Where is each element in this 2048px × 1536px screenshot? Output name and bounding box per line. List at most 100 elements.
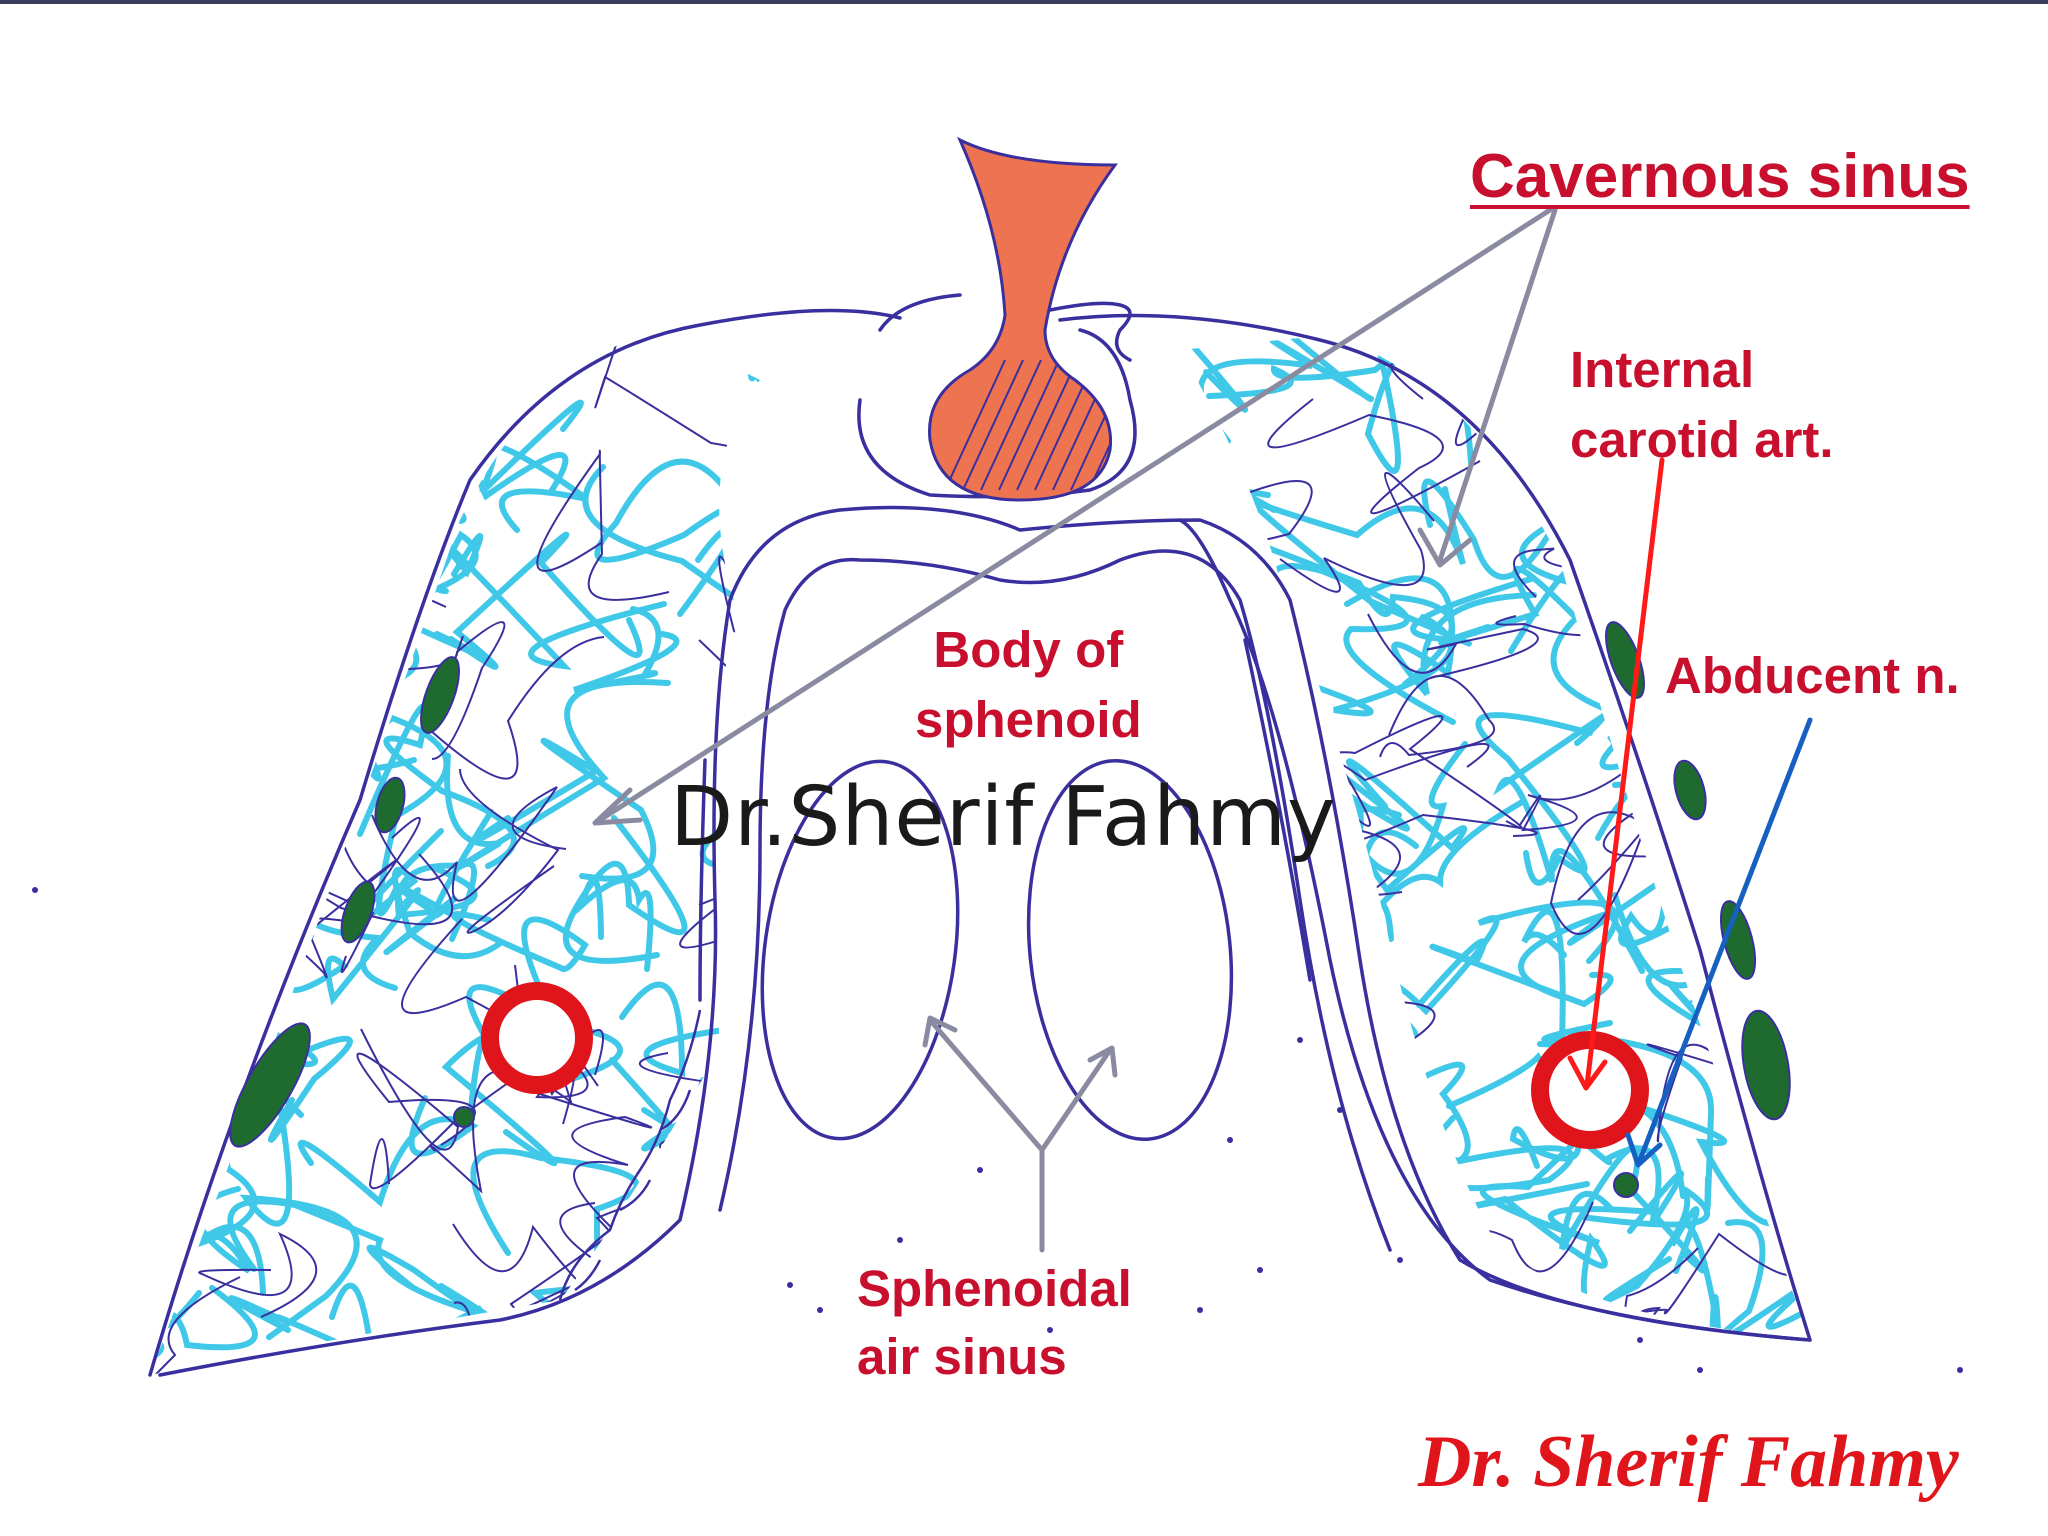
scribble-stroke — [1602, 783, 1810, 858]
scribble-stroke — [395, 860, 478, 942]
scribble-stroke — [150, 945, 186, 1154]
scribble-stroke — [150, 348, 227, 440]
cranial-nerves — [229, 621, 1791, 1198]
scribble-stroke — [409, 1283, 556, 1375]
top-border — [0, 0, 2048, 4]
scribble-stroke — [344, 330, 454, 430]
body-of-sphenoid-label-line1: Body of — [933, 621, 1124, 678]
scribble-stroke — [1787, 546, 1810, 620]
pituitary-hatch-line — [1070, 359, 1115, 491]
pituitary-hatch-line — [980, 359, 1042, 491]
scribble-stroke — [1267, 398, 1481, 515]
scribble-stroke — [371, 786, 567, 902]
scribble-stroke — [1180, 1091, 1221, 1256]
pituitary-hatch-line — [1016, 359, 1078, 491]
scribble-stroke — [1613, 527, 1783, 615]
speckle-dot — [817, 1307, 823, 1313]
body-of-sphenoid-label-line2: sphenoid — [915, 691, 1142, 749]
scribble-stroke — [1721, 235, 1821, 331]
scribble-stroke — [1754, 687, 1810, 815]
abducent-nerve-label: Abducent n. — [1665, 647, 1960, 704]
speckle-dot — [1047, 1327, 1053, 1333]
scribble-stroke — [345, 439, 450, 594]
sphenoidal-air-sinus-label-line1: Sphenoidal — [857, 1260, 1132, 1317]
scribble-stroke — [1460, 1181, 1647, 1328]
pituitary-hatch-line — [1088, 359, 1115, 491]
scribble-stroke — [1180, 1316, 1284, 1340]
sphenoidal-air-sinus-label-line2: air sinus — [857, 1327, 1067, 1385]
scribble-stroke — [150, 395, 279, 565]
internal-carotid-artery-left — [481, 982, 593, 1094]
scribble-stroke — [184, 751, 314, 900]
pituitary-gland — [928, 136, 1118, 502]
pointer-abducent — [1637, 717, 1813, 1163]
scribble-stroke — [1269, 562, 1456, 725]
scribble-stroke — [573, 606, 680, 693]
speckle-dot — [1637, 1337, 1643, 1343]
scribble-stroke — [219, 330, 335, 424]
scribble-stroke — [233, 621, 420, 691]
scribble-stroke — [1711, 1219, 1810, 1340]
scribble-stroke — [150, 769, 169, 870]
scribble-stroke — [160, 373, 373, 594]
speckle-dot — [897, 1237, 903, 1243]
scribble-stroke — [527, 1270, 667, 1375]
scribble-stroke — [1180, 1086, 1293, 1176]
scribble-stroke — [161, 330, 309, 440]
scribble-stroke — [1693, 713, 1810, 927]
scribble-stroke — [1414, 1279, 1527, 1340]
scribble-stroke — [377, 339, 496, 425]
speckle-dot — [1337, 1107, 1343, 1113]
body-of-sphenoid-label: Body of sphenoid — [915, 615, 1142, 756]
pointer-internal-carotid — [1584, 457, 1665, 1088]
scribble-stroke — [1669, 1206, 1721, 1340]
maxillary-nerve-right — [1741, 1009, 1791, 1121]
body-of-sphenoid-outline — [718, 549, 1392, 1252]
sphenoidal-air-sinus-label: Sphenoidal air sinus — [857, 1255, 1132, 1391]
scribble-stroke — [1279, 472, 1435, 593]
scribble-stroke — [150, 342, 164, 562]
pointer-cavernous-left-head — [592, 787, 643, 826]
handwritten-author-mark — [558, 1009, 702, 1301]
scribble-stroke — [1180, 898, 1292, 1086]
speckle-dots — [32, 887, 1963, 1373]
scribble-stroke — [157, 695, 306, 748]
left-sphenoidal-air-cell — [760, 759, 960, 1141]
internal-carotid-arteries — [481, 982, 1649, 1149]
scribble-stroke — [1193, 1142, 1331, 1281]
scribble-stroke — [509, 1204, 640, 1347]
pointer-sphenoidal-sinus — [927, 1017, 1113, 1253]
watermark: Dr.Sherif Fahmy — [670, 770, 1337, 865]
pituitary-hatch-line — [944, 359, 1006, 491]
scribble-stroke — [459, 768, 560, 934]
scribble-stroke — [1180, 1079, 1226, 1221]
speckle-dot — [787, 1282, 793, 1288]
scribble-stroke — [595, 330, 742, 342]
scribble-stroke — [1344, 575, 1537, 696]
scribble-stroke — [164, 810, 282, 911]
scribble-stroke — [345, 330, 450, 432]
scribble-stroke — [437, 533, 667, 670]
scribble-stroke — [665, 1193, 760, 1347]
diaphragma-sellae-outline — [857, 328, 1137, 499]
speckle-dot — [1397, 1257, 1403, 1263]
scribble-stroke — [699, 758, 760, 872]
scribble-stroke — [725, 1237, 760, 1344]
pointer-sphenoidal-sinus-heads — [922, 1015, 1118, 1078]
scribble-stroke — [198, 1231, 318, 1318]
scribble-stroke — [450, 911, 589, 1033]
scribble-stroke — [150, 923, 211, 1017]
scribble-stroke — [619, 981, 760, 1083]
scribble-stroke — [686, 1113, 760, 1184]
trochlear-nerve-right — [1673, 759, 1707, 821]
scribble-stroke — [1272, 1153, 1414, 1246]
maxillary-nerve-left — [229, 1022, 311, 1148]
scribble-stroke — [357, 703, 517, 869]
scribble-stroke — [228, 1282, 376, 1363]
scribble-stroke — [520, 1087, 653, 1244]
ophthalmic-nerve-left — [340, 880, 376, 944]
pituitary-hatch-line — [998, 359, 1060, 491]
trochlear-nerve-left — [374, 776, 406, 834]
pointer-abducent-head — [1625, 1132, 1663, 1168]
